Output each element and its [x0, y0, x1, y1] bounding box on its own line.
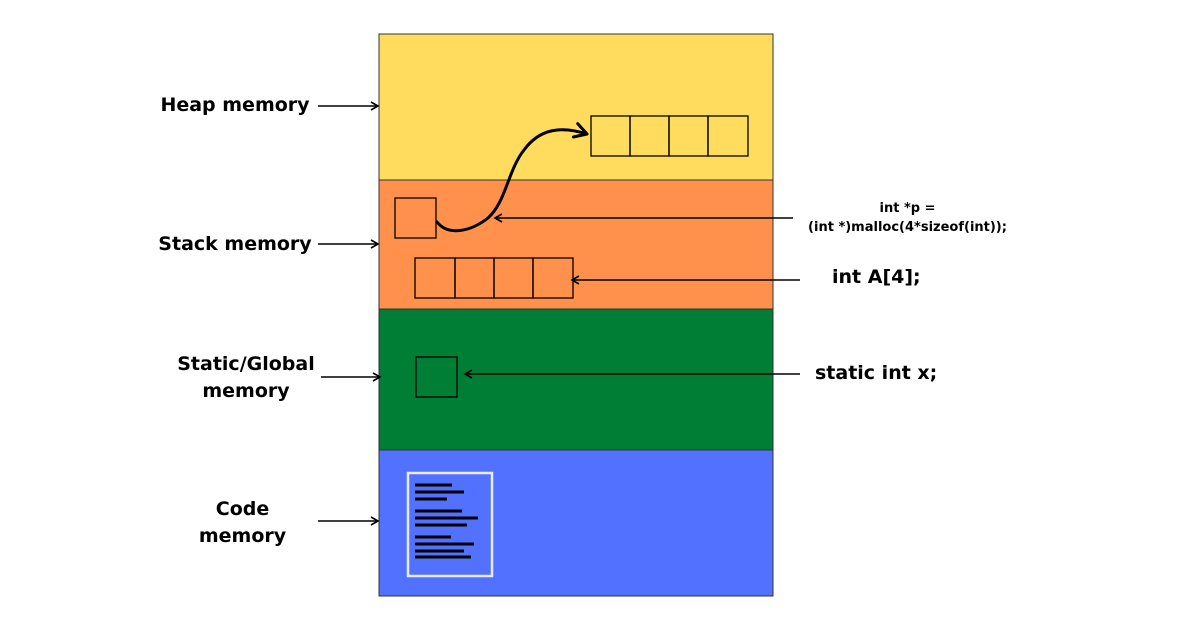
static-label-line2: memory — [202, 380, 290, 402]
static-global-memory-region — [378, 308, 774, 451]
code-label-line1: Code — [215, 498, 270, 520]
heap-int-array — [590, 115, 749, 157]
stack-memory-region — [378, 179, 774, 310]
code-label-line2: memory — [198, 525, 287, 547]
malloc-line2: (int *)malloc(4*sizeof(int)); — [808, 220, 1007, 235]
static-declaration-annotation: static int x; — [815, 360, 937, 387]
source-code-document-icon — [406, 471, 494, 578]
stack-memory-label-text: Stack memory — [158, 233, 312, 255]
code-memory-region — [378, 449, 774, 597]
heap-array-cell — [707, 115, 749, 157]
heap-memory-region — [378, 33, 774, 181]
static-global-memory-label: Static/Global memory — [166, 351, 326, 405]
stack-memory-label: Stack memory — [150, 231, 320, 258]
pointer-curve-arrow — [435, 122, 589, 233]
heap-memory-label-text: Heap memory — [160, 94, 310, 116]
malloc-declaration-annotation: int *p = (int *)malloc(4*sizeof(int)); — [790, 199, 1025, 237]
array-declaration-annotation: int A[4]; — [832, 264, 921, 291]
array-decl-text: int A[4]; — [832, 266, 921, 288]
heap-memory-label: Heap memory — [155, 92, 315, 119]
static-variable-cell — [415, 356, 458, 398]
static-decl-text: static int x; — [815, 362, 938, 384]
code-memory-label: Code memory — [175, 496, 310, 550]
static-label-line1: Static/Global — [177, 353, 315, 375]
pointer-variable-cell — [394, 197, 437, 239]
malloc-line1: int *p = — [879, 201, 936, 216]
